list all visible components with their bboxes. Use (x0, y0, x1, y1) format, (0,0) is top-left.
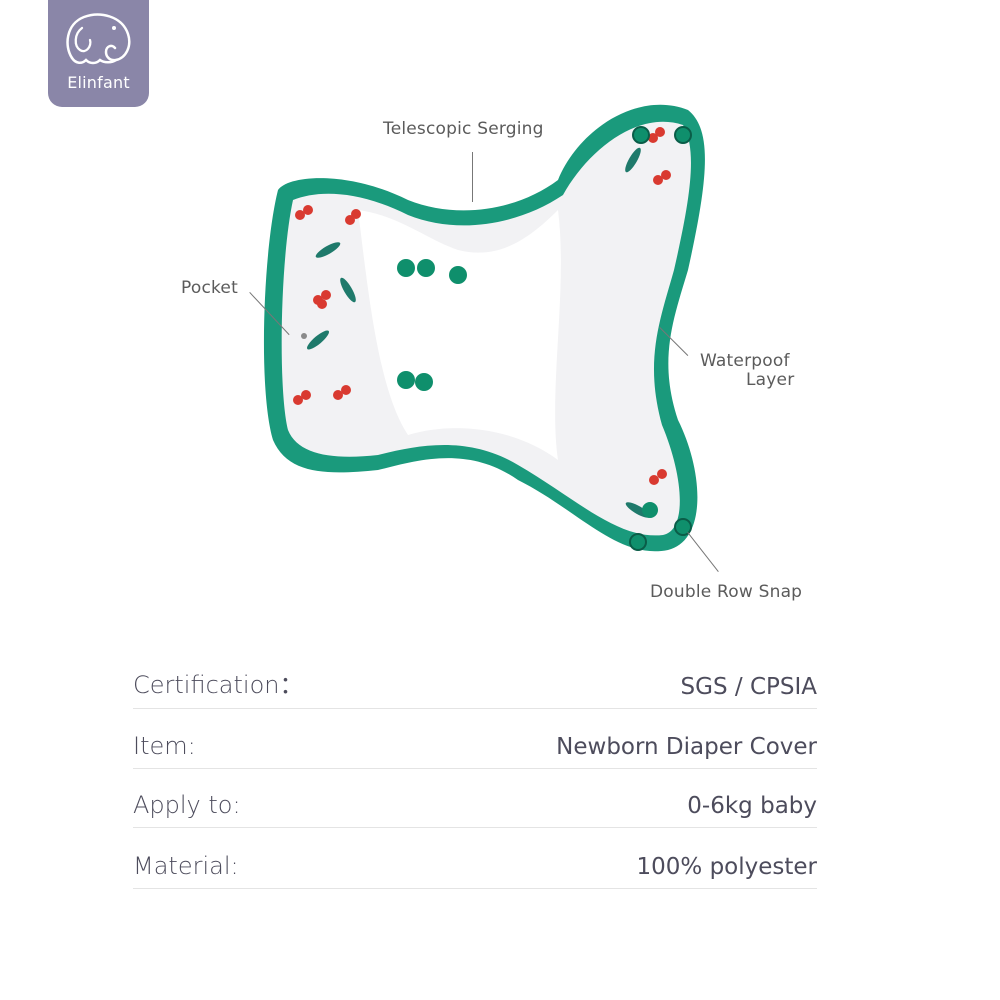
callout-pocket: Pocket (181, 278, 238, 298)
spec-value: 0-6kg baby (687, 793, 817, 819)
product-image (258, 90, 718, 570)
spec-label: Apply to: (133, 791, 241, 819)
spec-value: SGS / CPSIA (680, 674, 817, 700)
spec-value: Newborn Diaper Cover (556, 734, 817, 760)
spec-row-certification: Certification： SGS / CPSIA (133, 662, 817, 709)
callout-telescopic-serging: Telescopic Serging (383, 119, 544, 139)
spec-label: Material: (133, 852, 239, 880)
spec-label: Item: (133, 732, 196, 760)
leader-line (472, 152, 473, 202)
brand-logo: Elinfant (48, 0, 149, 107)
callout-double-row-snap: Double Row Snap (650, 582, 803, 602)
spec-label: Certification： (133, 671, 304, 699)
brand-name: Elinfant (67, 73, 130, 92)
spec-row-item: Item: Newborn Diaper Cover (133, 709, 817, 769)
spec-table: Certification： SGS / CPSIA Item: Newborn… (133, 662, 817, 889)
elephant-icon (66, 13, 131, 65)
spec-row-material: Material: 100% polyester (133, 828, 817, 889)
callout-waterproof-line2: Layer (746, 370, 795, 390)
callout-waterproof-line1: Waterpoof (700, 351, 790, 371)
callout-dot (301, 333, 307, 339)
spec-value: 100% polyester (636, 854, 818, 880)
spec-row-apply-to: Apply to: 0-6kg baby (133, 769, 817, 828)
